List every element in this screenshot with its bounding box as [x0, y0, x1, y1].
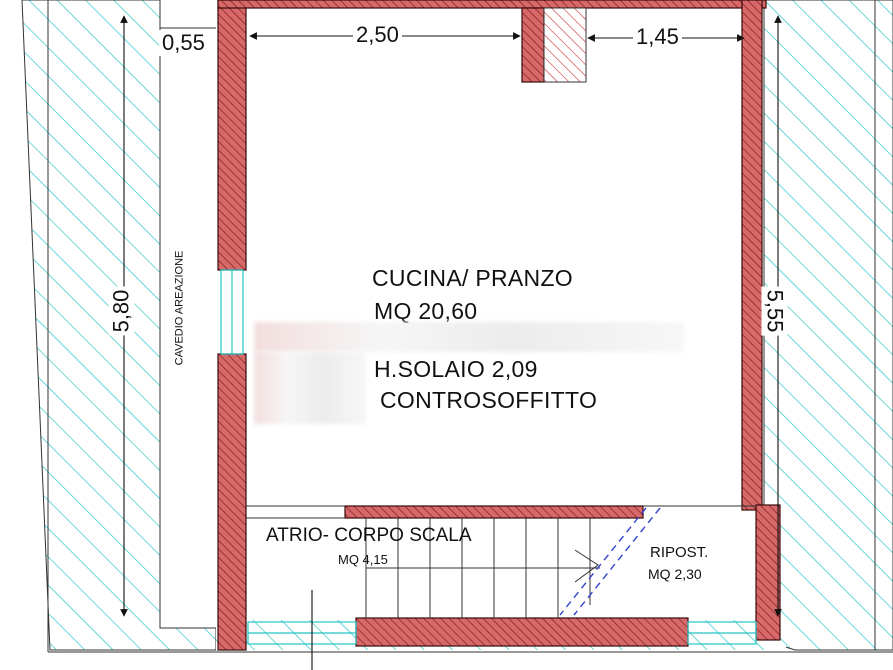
window-bottom — [247, 621, 757, 645]
staircase — [365, 518, 600, 618]
dim-left-height: 5,80 — [108, 286, 135, 336]
kitchen-area: MQ 20,60 — [374, 298, 478, 324]
atrium-name: ATRIO- CORPO SCALA — [266, 525, 472, 546]
redacted-area-2 — [254, 352, 366, 424]
walls — [217, 0, 781, 651]
atrium-area: MQ 4,15 — [338, 552, 388, 567]
storage-name: RIPOST. — [650, 544, 709, 561]
dim-top-left: 0,55 — [159, 30, 208, 56]
kitchen-height: H.SOLAIO 2,09 — [374, 356, 538, 382]
dashed-line — [559, 507, 661, 616]
dim-top-middle: 2,50 — [353, 22, 402, 48]
chimney-duct — [543, 7, 587, 83]
partitions — [246, 505, 756, 519]
shaft-label: CAVEDIO AREAZIONE — [173, 250, 186, 366]
kitchen-note: CONTROSOFFITTO — [380, 387, 598, 413]
dim-right-height: 5,55 — [761, 286, 788, 336]
kitchen-name: CUCINA/ PRANZO — [372, 265, 573, 291]
dim-top-right: 1,45 — [633, 24, 682, 50]
redacted-area — [254, 322, 684, 352]
atrium-floor — [246, 506, 756, 620]
kitchen-floor — [246, 8, 746, 506]
storage-area: MQ 2,30 — [648, 566, 702, 582]
window-left — [220, 269, 244, 355]
